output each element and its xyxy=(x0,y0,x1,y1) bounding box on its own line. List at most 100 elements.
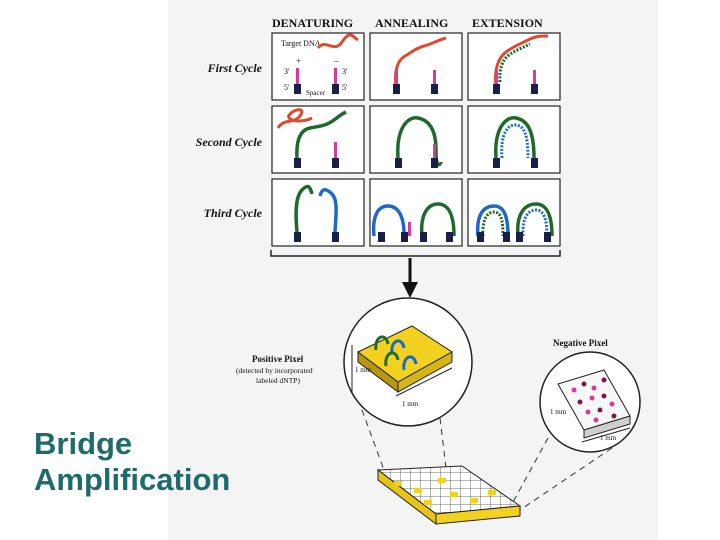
anchor-4 xyxy=(446,232,453,242)
positive-pixel-zoom: 1 mm 1 mm xyxy=(343,297,473,427)
anchor-left xyxy=(294,232,301,242)
second-denaturing-content xyxy=(276,108,347,168)
green-bridge xyxy=(516,202,554,237)
third-annealing-content xyxy=(371,202,456,242)
primer-left xyxy=(495,70,498,84)
first-annealing-content xyxy=(393,36,447,94)
anchor-right xyxy=(332,158,339,168)
anchor-left xyxy=(393,84,400,94)
anchor-1 xyxy=(378,232,385,242)
cell-third-denaturing xyxy=(271,178,365,247)
anchor-3 xyxy=(516,232,523,242)
annealing-red-strand xyxy=(394,36,447,87)
blue-copy xyxy=(521,208,549,237)
positive-pixel-desc-2: labeled dNTP) xyxy=(256,376,300,385)
anchor-right xyxy=(332,232,339,242)
free-red-strand xyxy=(276,108,313,129)
cell-first-extension xyxy=(467,32,561,101)
three-prime-left: 3' xyxy=(284,67,290,76)
target-dna-label: Target DNA xyxy=(281,39,321,48)
column-header-extension: EXTENSION xyxy=(472,16,543,30)
anchor-left xyxy=(294,158,301,168)
column-header-denaturing: DENATURING xyxy=(272,16,353,30)
plus-sign: + xyxy=(296,56,301,66)
five-prime-left: 5' xyxy=(284,83,290,92)
green-strand xyxy=(295,110,347,159)
cluster-2 xyxy=(390,339,406,355)
mm-label-horizontal: 1 mm xyxy=(402,400,419,408)
target-dna-strand xyxy=(316,33,359,50)
five-prime-right: 5' xyxy=(342,83,348,92)
third-denaturing-content xyxy=(294,184,339,242)
chip-array-side xyxy=(377,468,437,526)
down-arrow-head xyxy=(402,282,418,298)
anchor-left xyxy=(493,84,500,94)
positive-chip-front xyxy=(397,351,453,393)
blue-strand xyxy=(318,188,338,233)
primer-left xyxy=(296,68,299,84)
primer-right xyxy=(334,142,337,158)
anchor-right xyxy=(332,84,339,94)
anchor-right xyxy=(531,158,538,168)
second-extension-content xyxy=(493,116,538,168)
slide-title-line-2: Amplification xyxy=(34,462,231,497)
cycles-bracket xyxy=(270,250,561,257)
blue-bridge xyxy=(371,204,406,237)
green-strand xyxy=(294,184,314,233)
green-bridge xyxy=(396,116,444,167)
anchor-2 xyxy=(401,232,408,242)
blue-copy xyxy=(500,123,530,159)
column-header-annealing: ANNEALING xyxy=(375,16,448,30)
first-extension-content xyxy=(493,34,549,94)
negative-mm-vertical: 1 mm xyxy=(550,408,567,416)
primer-left xyxy=(395,70,398,84)
green-bridge xyxy=(494,116,536,159)
dimension-line-horizontal xyxy=(395,367,453,397)
cluster-3 xyxy=(384,351,400,367)
negative-chip-front xyxy=(583,415,631,439)
anchor-left xyxy=(493,158,500,168)
positive-cells xyxy=(394,478,496,505)
anchor-right xyxy=(531,84,538,94)
minus-sign: – xyxy=(333,56,339,66)
cycle-grid xyxy=(271,32,561,247)
chip-array xyxy=(376,465,522,526)
anchor-2 xyxy=(503,232,510,242)
cluster-1 xyxy=(374,335,390,351)
positive-pixel-title: Positive Pixel xyxy=(252,354,304,364)
cluster-4 xyxy=(402,355,418,371)
primer-right xyxy=(334,68,337,84)
anchor-right xyxy=(431,158,438,168)
projection-lines xyxy=(361,409,613,511)
second-annealing-content xyxy=(395,116,444,168)
spacer-label: Spacer xyxy=(306,89,326,97)
row-label-second-cycle: Second Cycle xyxy=(196,135,263,149)
cell-first-annealing xyxy=(369,32,463,101)
negative-pixel-zoom: 1 mm 1 mm xyxy=(539,351,641,453)
anchor-1 xyxy=(477,232,484,242)
anchor-3 xyxy=(420,232,427,242)
primer-right xyxy=(433,70,436,84)
negative-dimension-line xyxy=(581,427,631,443)
green-bridge xyxy=(419,202,456,237)
negative-pixel-title: Negative Pixel xyxy=(553,338,608,348)
cell-second-denaturing xyxy=(271,105,365,174)
slide-title: Bridge Amplification xyxy=(34,426,294,498)
three-prime-right: 3' xyxy=(342,67,348,76)
primer-right xyxy=(433,144,436,158)
left-panel xyxy=(0,0,168,540)
anchor-4 xyxy=(544,232,551,242)
unbound-dots xyxy=(571,377,617,423)
third-extension-content xyxy=(475,202,554,242)
row-label-first-cycle: First Cycle xyxy=(207,61,263,75)
anchor-right xyxy=(431,84,438,94)
extension-red-strand xyxy=(494,34,549,87)
primer-right xyxy=(533,70,536,84)
row-label-third-cycle: Third Cycle xyxy=(204,206,263,220)
slide-title-line-1: Bridge xyxy=(34,426,133,461)
negative-mm-horizontal: 1 mm xyxy=(600,434,617,442)
anchor-left xyxy=(395,158,402,168)
primer-mid xyxy=(408,222,411,236)
blue-bridge xyxy=(475,204,510,237)
